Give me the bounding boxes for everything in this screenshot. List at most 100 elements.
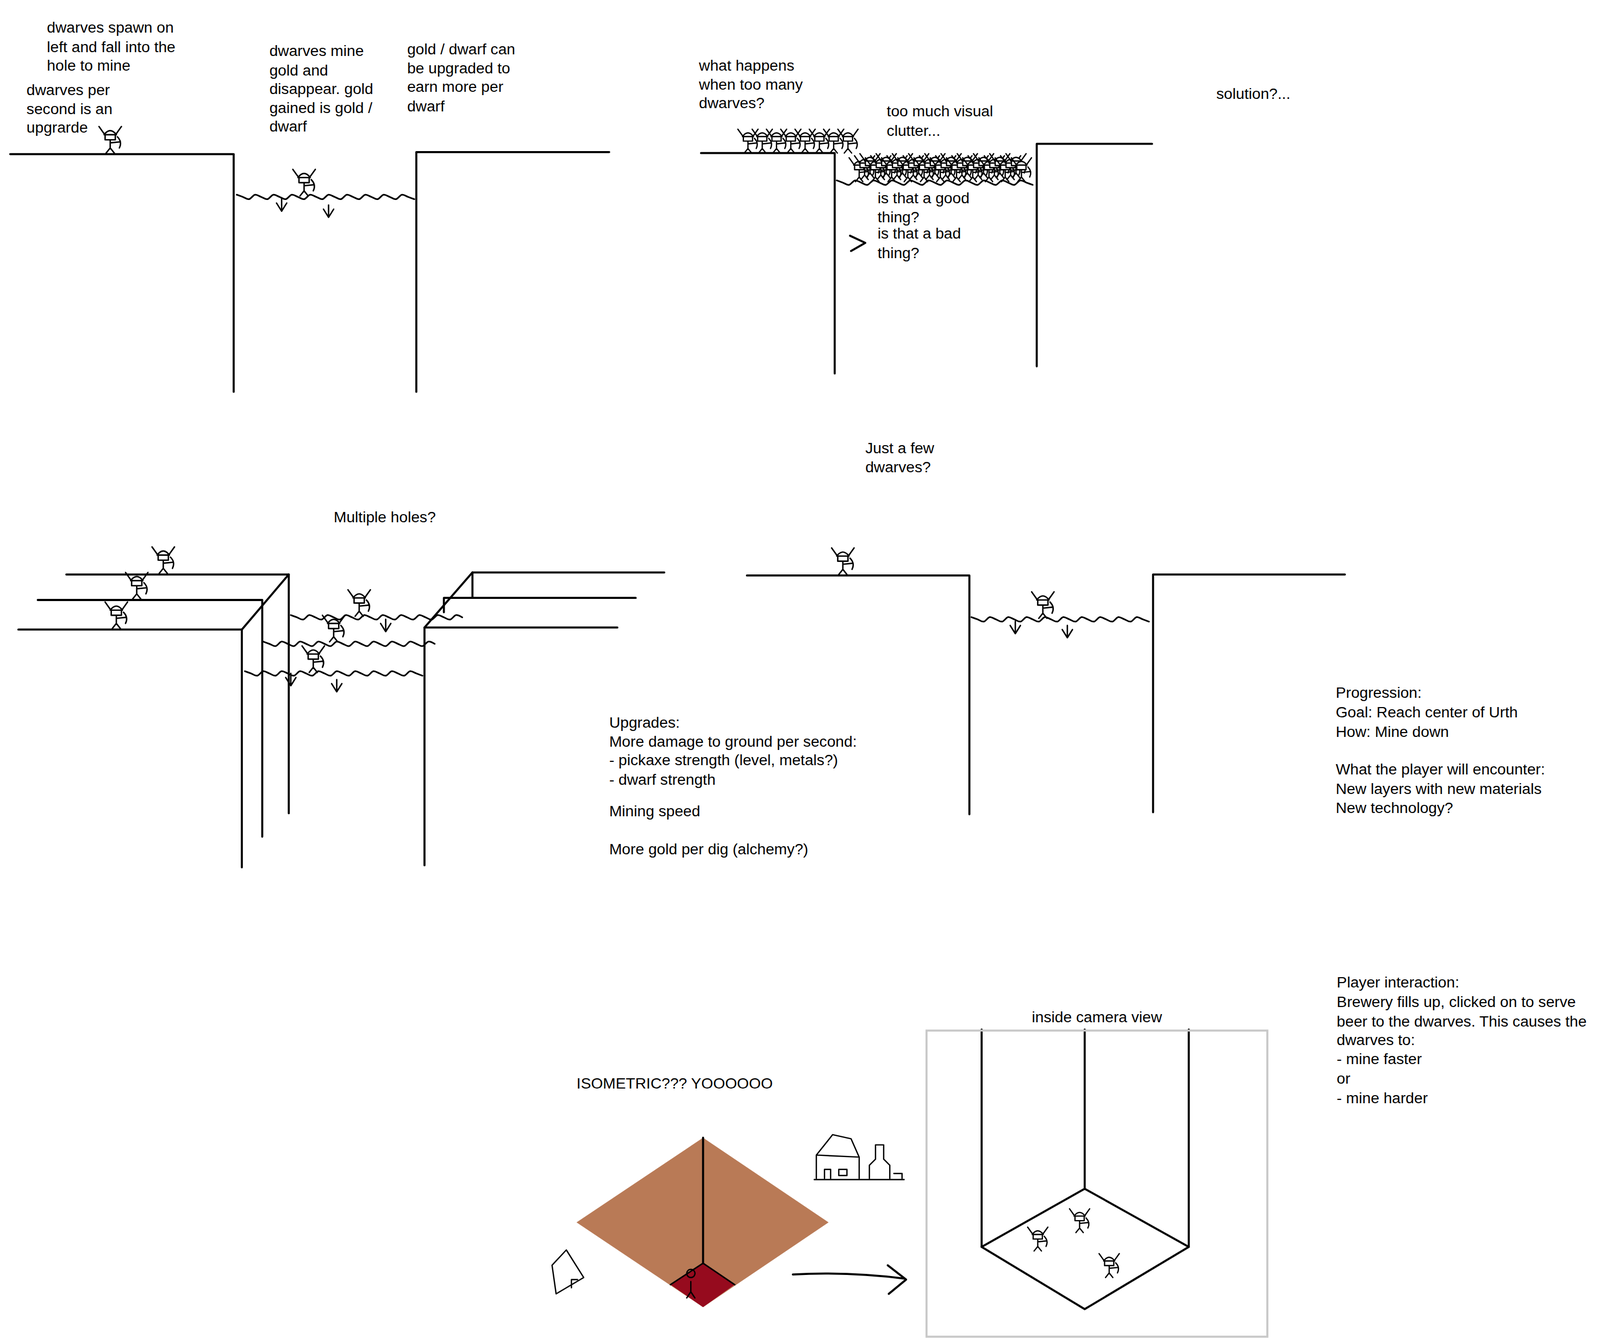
note-text: is that a good thing?	[877, 188, 984, 227]
ground-edge	[1153, 574, 1346, 812]
ground-edge	[416, 152, 610, 392]
dwarf-figure	[1027, 1227, 1048, 1252]
pickaxe-mark	[380, 619, 391, 633]
dwarf-outline	[1027, 1227, 1048, 1252]
note-text: Progression:	[1335, 683, 1422, 703]
note-text: - dwarf strength	[609, 770, 716, 790]
note-text: ISOMETRIC??? YOOOOOO	[576, 1074, 773, 1094]
dwarf-figure	[1069, 1208, 1090, 1233]
dwarf-figure	[98, 126, 122, 154]
note-text: Player interaction:	[1336, 973, 1460, 993]
frame-heading: inside camera view	[927, 1008, 1267, 1028]
pickaxe-mark	[331, 679, 342, 692]
dig-line	[236, 194, 415, 199]
pickaxe-mark	[1010, 621, 1021, 634]
dwarf-outline	[831, 547, 854, 575]
note-text: Upgrades:	[609, 713, 680, 733]
pickaxe-mark	[1062, 625, 1073, 639]
note-text: - mine faster	[1336, 1050, 1423, 1070]
note-text: dwarves per second is an upgrarde	[26, 80, 124, 138]
brewery-icon	[869, 1145, 903, 1179]
dwarf-figure	[125, 572, 148, 599]
dwarf-figure	[1011, 157, 1032, 182]
dwarf-outline	[125, 572, 148, 599]
shaft-edge	[981, 1029, 1189, 1247]
dwarf-figure	[104, 602, 128, 629]
note-text: dwarves mine gold and disappear. gold ga…	[269, 41, 391, 137]
pickaxe-mark	[323, 204, 334, 218]
arrow-mark	[792, 1265, 906, 1295]
dwarf-figure	[347, 589, 371, 617]
ground-edge	[424, 627, 618, 866]
dwarf-outline	[838, 129, 859, 154]
dwarf-group	[98, 126, 1120, 1278]
note-text: Just a few dwarves?	[865, 438, 949, 477]
pickaxe-mark	[276, 198, 287, 212]
dwarf-outline	[302, 645, 325, 673]
note-text: or	[1336, 1069, 1351, 1089]
house-icon	[816, 1134, 860, 1179]
shaft-floor	[981, 1188, 1189, 1310]
dig-line	[245, 671, 423, 676]
ground-edge	[241, 574, 289, 630]
iso-hole	[670, 1263, 735, 1308]
chevron-mark	[850, 235, 866, 252]
note-text: Goal: Reach center of Urth	[1335, 703, 1518, 723]
ground-edge	[18, 629, 242, 867]
dwarf-figure	[1098, 1253, 1120, 1278]
dwarf-figure	[152, 546, 175, 574]
note-text: How: Mine down	[1335, 722, 1449, 742]
iso-edge	[670, 1263, 735, 1285]
dwarf-outline	[322, 615, 345, 642]
dig-line	[290, 615, 462, 620]
ground-edge	[472, 572, 665, 597]
dwarf-figure	[302, 645, 325, 673]
note-text: New technology?	[1335, 798, 1454, 818]
iso-edge	[702, 1137, 705, 1264]
note-text: dwarves spawn on left and fall into the …	[46, 18, 190, 76]
ground-edge	[746, 575, 970, 815]
dwarf-outline	[1031, 591, 1054, 619]
ground-edge	[10, 154, 234, 392]
dwarf-outline	[347, 589, 371, 617]
hole-crowded	[701, 144, 1153, 374]
ground-edge	[701, 153, 835, 374]
ground-line	[814, 1178, 904, 1180]
note-text: More gold per dig (alchemy?)	[609, 839, 809, 859]
note-text: too much visual clutter...	[886, 102, 1010, 141]
ground-edge	[444, 597, 636, 612]
dwarf-outline	[98, 126, 122, 154]
note-text: - pickaxe strength (level, metals?)	[609, 751, 839, 771]
dig-line	[263, 641, 435, 647]
dig-line	[836, 180, 1033, 185]
multiple-holes	[18, 572, 665, 868]
camera-shaft	[981, 1029, 1189, 1309]
dig-lines	[236, 180, 1150, 692]
dwarf-figure	[1031, 591, 1054, 619]
note-text: what happens when too many dwarves?	[698, 55, 816, 114]
note-text: More damage to ground per second:	[609, 732, 858, 752]
note-text: New layers with new materials	[1335, 779, 1542, 799]
note-text: - mine harder	[1336, 1088, 1428, 1108]
ground-edge	[66, 574, 289, 814]
house-icon	[552, 1250, 584, 1295]
dwarf-outline	[1011, 157, 1032, 182]
note-text: Brewery fills up, clicked on to serve be…	[1336, 992, 1595, 1050]
dig-line	[971, 616, 1149, 622]
dwarf-figure	[831, 547, 854, 575]
hole-few	[746, 574, 1345, 815]
dwarf-outline	[104, 602, 128, 629]
ground-edge	[1036, 144, 1153, 367]
ground-edge	[37, 600, 262, 837]
note-text: What the player will encounter:	[1335, 760, 1546, 780]
tiny-dwarf	[686, 1269, 696, 1299]
note-text: gold / dwarf can be upgraded to earn mor…	[407, 39, 532, 116]
note-text: Mining speed	[609, 802, 701, 822]
note-text: is that a bad thing?	[877, 224, 984, 263]
isometric-sketch	[552, 1134, 907, 1308]
dwarf-figure	[322, 615, 345, 642]
iso-ground	[576, 1137, 829, 1308]
dwarf-figure	[838, 129, 859, 154]
